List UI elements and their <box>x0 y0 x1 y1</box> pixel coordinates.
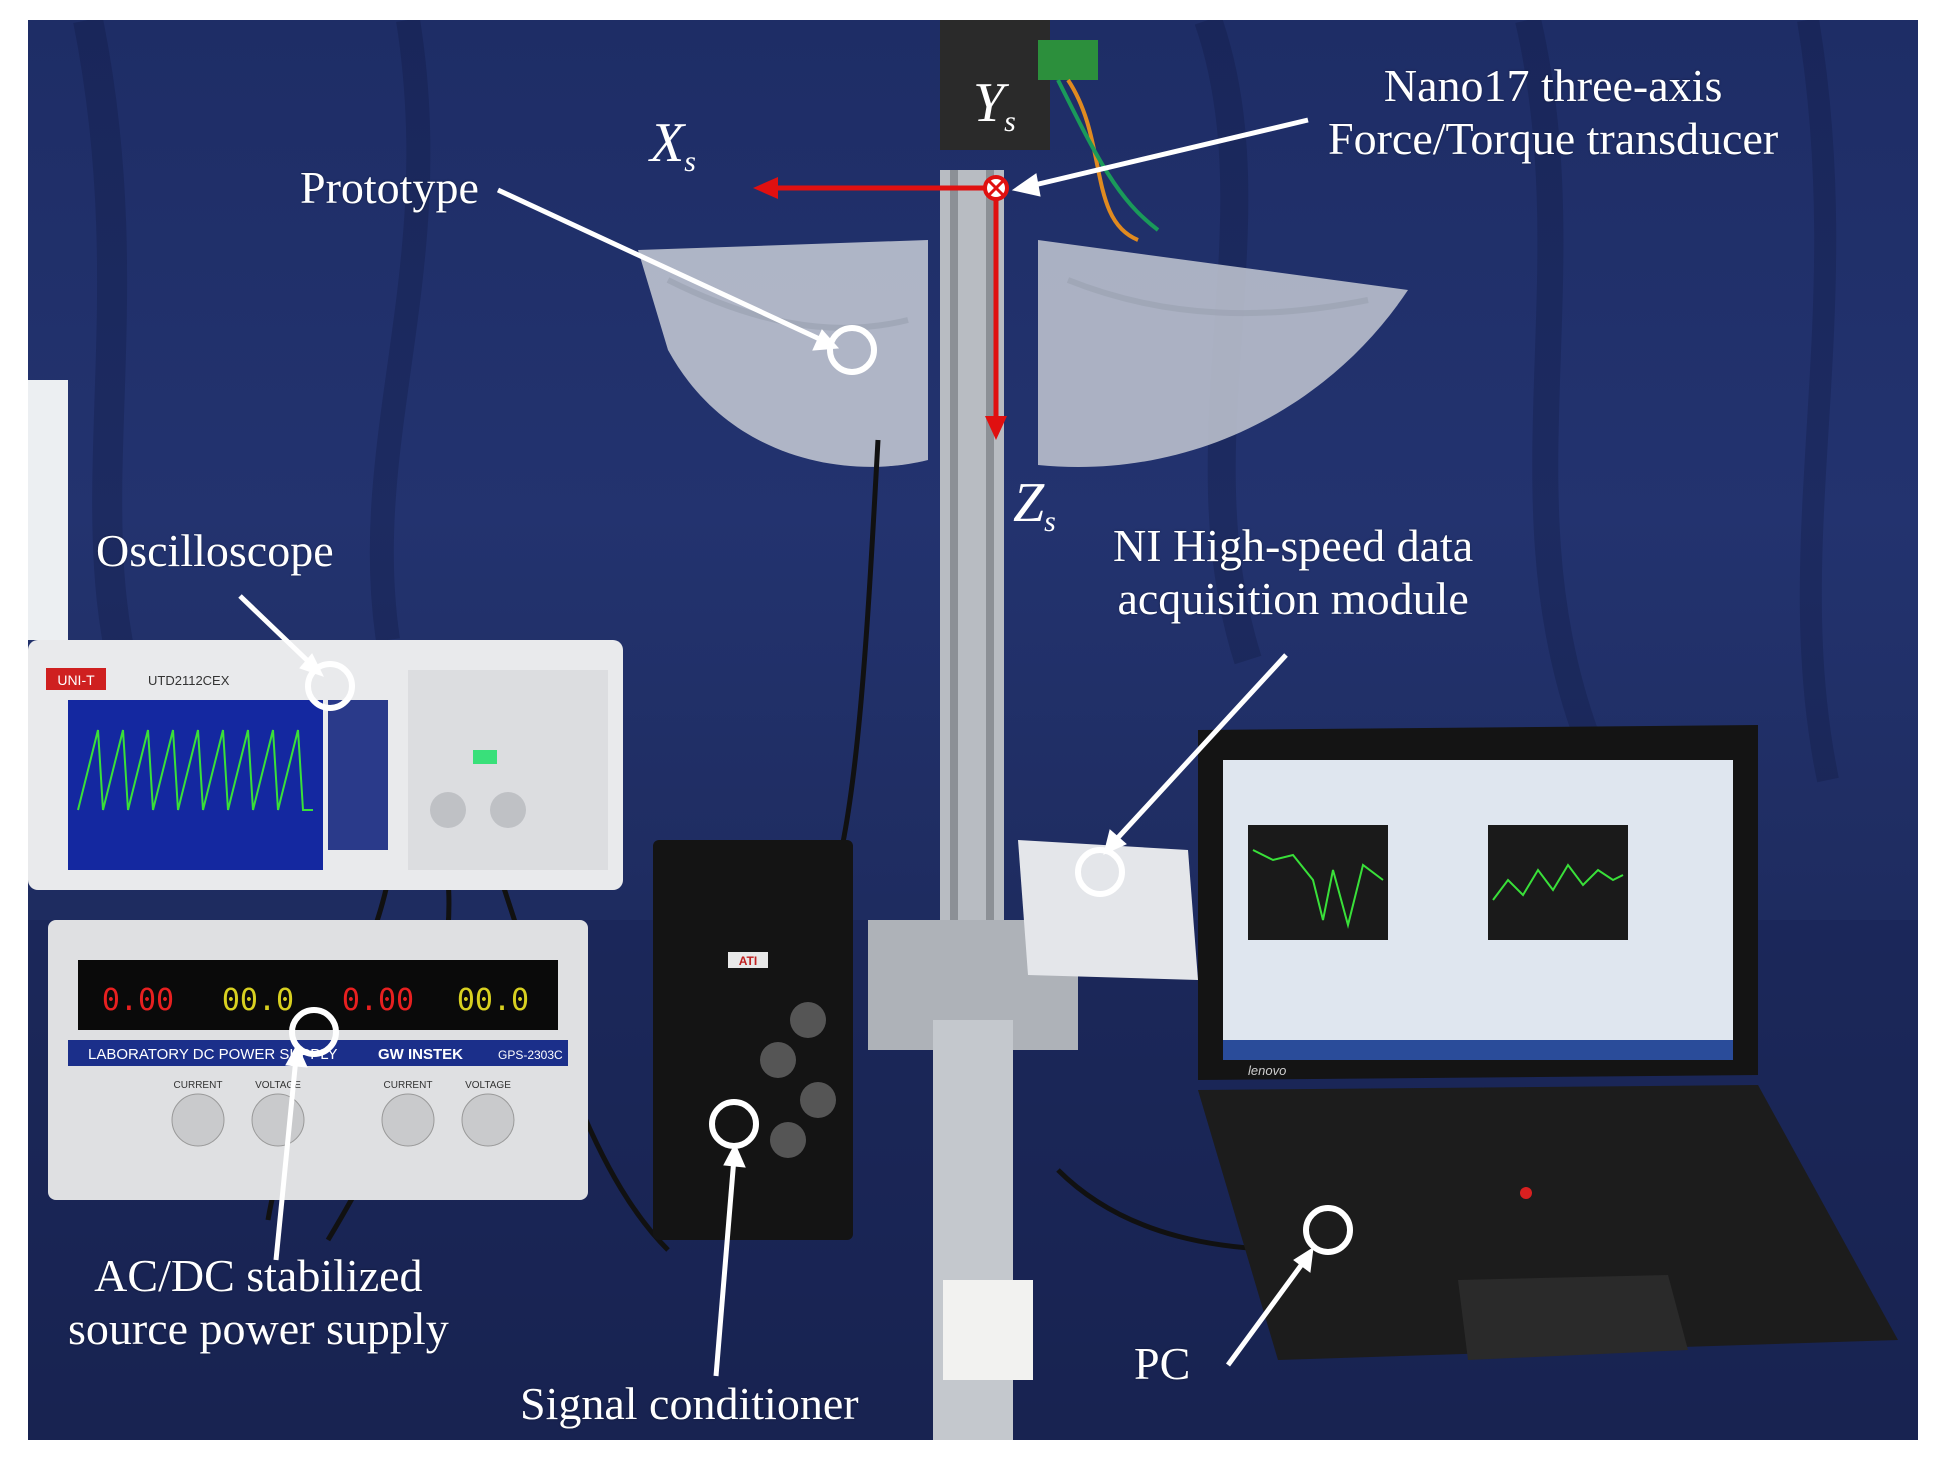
psu-knob-label-1: CURRENT <box>174 1080 223 1091</box>
label-nano17-line2: Force/Torque transducer <box>1328 112 1779 164</box>
psu-readout-4: 00.0 <box>457 983 529 1018</box>
wall-strip <box>28 380 68 640</box>
psu-title: LABORATORY DC POWER SUPPLY <box>88 1046 338 1063</box>
label-ni-daq-line1: NI High-speed data <box>1113 520 1474 571</box>
label-power-supply-line1: AC/DC stabilized <box>94 1250 423 1301</box>
axis-label-y: Ys <box>973 72 1016 138</box>
label-nano17-line1: Nano17 three-axis <box>1383 60 1723 111</box>
psu-readout-2: 00.0 <box>222 983 294 1018</box>
daq-module-device <box>1018 840 1198 980</box>
psu-readout-3: 0.00 <box>342 983 414 1018</box>
label-pc: PC <box>1134 1338 1191 1389</box>
power-supply-marker <box>289 1007 339 1057</box>
oscilloscope-device: UNI-T UTD2112CEX <box>28 640 623 890</box>
signal-conditioner-marker <box>709 1099 759 1149</box>
psu-brand: GW INSTEK <box>378 1046 463 1063</box>
label-signal-conditioner: Signal conditioner <box>520 1378 859 1429</box>
signal-conditioner-device: ATI <box>653 840 853 1240</box>
conditioner-brand: ATI <box>739 954 757 968</box>
psu-knob-label-2: VOLTAGE <box>255 1080 301 1091</box>
coordinate-axes <box>753 175 1009 440</box>
psu-model: GPS-2303C <box>498 1048 563 1062</box>
scope-brand: UNI-T <box>57 672 95 688</box>
laptop-brand: lenovo <box>1248 1063 1286 1078</box>
label-oscilloscope: Oscilloscope <box>96 525 334 576</box>
flapping-wings <box>638 240 1408 468</box>
pointer-arrows <box>238 117 1314 1377</box>
pc-marker <box>1303 1205 1353 1255</box>
label-prototype: Prototype <box>300 162 479 213</box>
oscilloscope-marker <box>305 661 355 711</box>
lab-setup-photo: UNI-T UTD2112CEX 0.00 00.0 0.00 00.0 LAB… <box>28 20 1918 1440</box>
motor-assembly <box>940 20 1160 242</box>
psu-readout-1: 0.00 <box>102 983 174 1018</box>
axis-label-z: Zs <box>1013 472 1056 538</box>
laptop-device: lenovo <box>1198 725 1898 1360</box>
label-ni-daq: NI High-speed data acquisition module <box>1113 520 1473 626</box>
psu-knob-label-3: CURRENT <box>384 1080 433 1091</box>
label-power-supply-line2: source power supply <box>68 1302 449 1354</box>
circle-markers <box>289 325 1353 1255</box>
prototype-marker <box>827 325 877 375</box>
label-ni-daq-line2: acquisition module <box>1117 572 1469 624</box>
lab-setup-illustration: UNI-T UTD2112CEX 0.00 00.0 0.00 00.0 LAB… <box>28 20 1918 1440</box>
psu-knob-label-4: VOLTAGE <box>465 1080 511 1091</box>
label-nano17: Nano17 three-axis Force/Torque transduce… <box>1328 60 1778 166</box>
label-power-supply: AC/DC stabilized source power supply <box>68 1250 449 1356</box>
power-supply-device: 0.00 00.0 0.00 00.0 LABORATORY DC POWER … <box>48 920 588 1200</box>
scope-waveform <box>77 729 313 811</box>
axis-label-x: Xs <box>650 112 696 178</box>
scope-model: UTD2112CEX <box>148 673 230 688</box>
daq-marker <box>1075 847 1125 897</box>
